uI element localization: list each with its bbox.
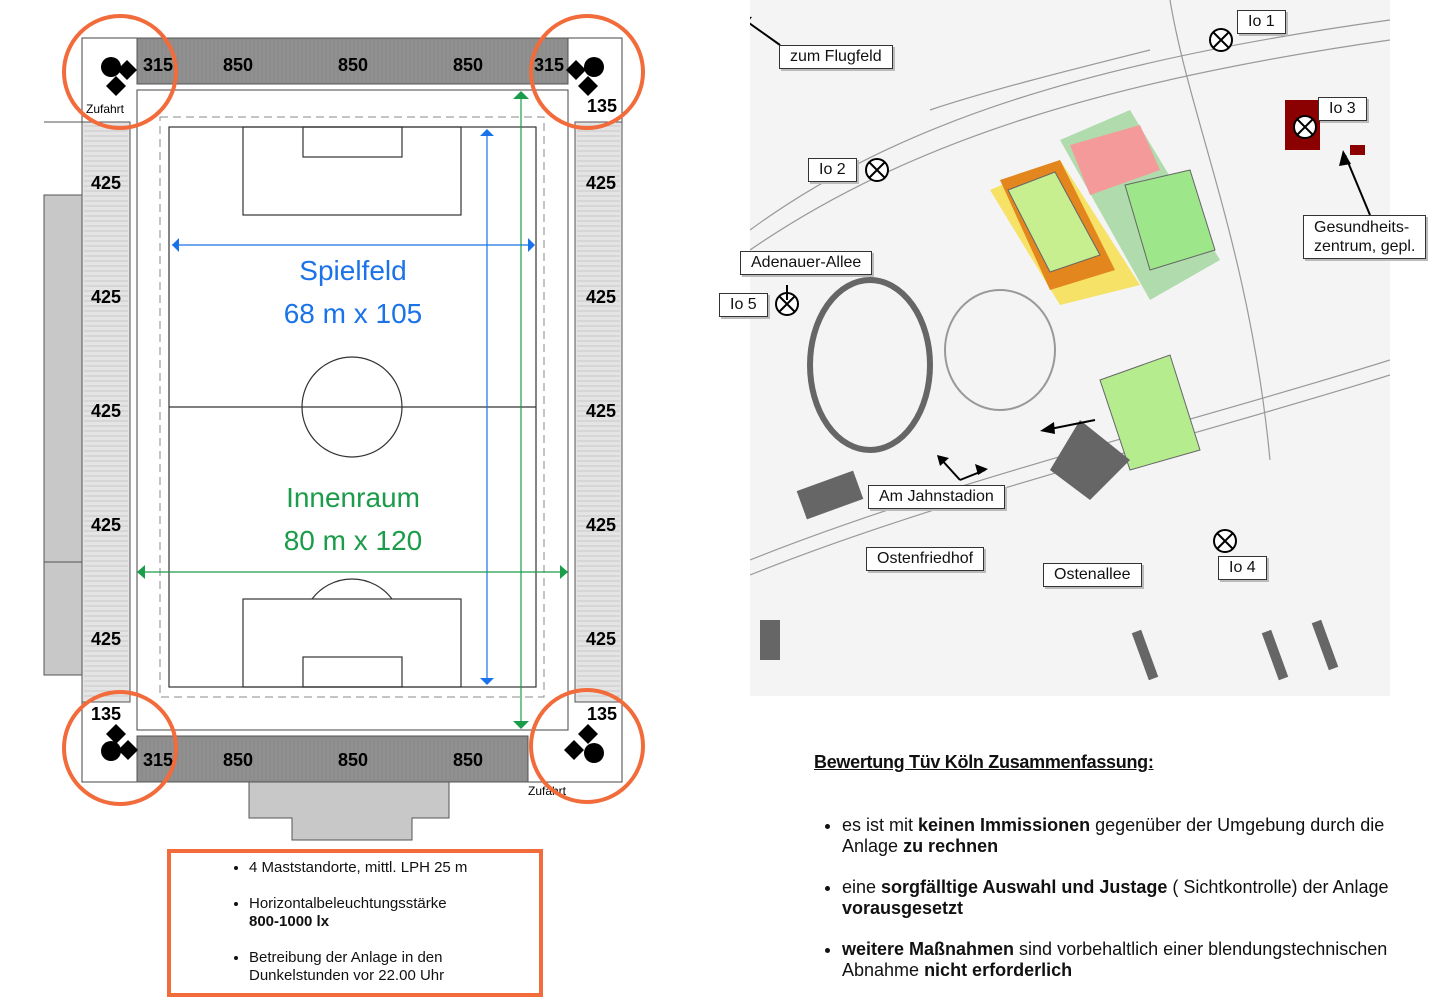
label-425: 425: [586, 401, 616, 421]
spielfeld-size: 68 m x 105: [284, 298, 423, 329]
label-850: 850: [223, 750, 253, 770]
label-135: 135: [91, 704, 121, 724]
stadium-plan: 315 315 315 135 135 135 850 850 850 850 …: [43, 14, 645, 841]
map-label-ostenfriedhof: Ostenfriedhof: [866, 547, 985, 571]
summary-text: ( Sichtkontrolle) der Anlage: [1167, 877, 1389, 897]
spielfeld-title: Spielfeld: [299, 255, 406, 286]
label-135: 135: [587, 704, 617, 724]
stand-bottom: [136, 735, 529, 783]
lighting-info-box: 4 Maststandorte, mittl. LPH 25 m Horizon…: [167, 849, 543, 997]
summary-text: gegenüber der Umgebung durch die Anlage: [842, 815, 1385, 856]
summary-text: weitere Maßnahmen: [842, 939, 1015, 959]
label-850: 850: [338, 55, 368, 75]
label-425: 425: [91, 401, 121, 421]
info-bullet: Betreibung der Anlage in denDunkelstunde…: [249, 949, 539, 985]
label-315: 315: [143, 55, 173, 75]
mast-icons: [101, 57, 604, 763]
summary-text: sorgfälltige Auswahl und Justage: [881, 877, 1168, 897]
map-label-io5: Io 5: [719, 293, 768, 317]
label-425: 425: [586, 515, 616, 535]
label-850: 850: [338, 750, 368, 770]
label-425: 425: [586, 629, 616, 649]
spielfeld-dimension-lines: [172, 132, 533, 682]
label-425: 425: [91, 515, 121, 535]
summary-text: sind vorbehaltlich einer blendungstechni…: [842, 939, 1388, 980]
map-label-flugfeld: zum Flugfeld: [779, 45, 893, 69]
label-425: 425: [586, 173, 616, 193]
map-label-ostenallee: Ostenallee: [1043, 563, 1142, 587]
label-315: 315: [143, 750, 173, 770]
summary-bullet: weitere Maßnahmen sind vorbehaltlich ein…: [842, 939, 1414, 981]
summary-bullet: es ist mit keinen Immissionen gegenüber …: [842, 815, 1414, 857]
label-425: 425: [91, 287, 121, 307]
summary-text: eine: [842, 877, 882, 897]
site-map: [750, 0, 1390, 696]
summary-text: keinen Immissionen: [918, 815, 1091, 835]
tuev-summary: Bewertung Tüv Köln Zusammenfassung: es i…: [814, 752, 1414, 1001]
map-label-jahnstadion: Am Jahnstadion: [868, 485, 1005, 509]
stand-left: [81, 121, 131, 703]
summary-text: zu rechnen: [903, 836, 999, 856]
info-bullet: 4 Maststandorte, mittl. LPH 25 m: [249, 859, 539, 877]
label-850: 850: [453, 55, 483, 75]
map-label-io4: Io 4: [1218, 556, 1267, 580]
immission-point-icons: [775, 28, 1317, 553]
summary-title: Bewertung Tüv Köln Zusammenfassung:: [814, 752, 1154, 772]
side-building: [43, 194, 83, 676]
label-425: 425: [91, 629, 121, 649]
map-label-gesundheitszentrum: Gesundheits-zentrum, gepl.: [1303, 215, 1427, 259]
map-label-io1: Io 1: [1237, 10, 1286, 34]
label-zufahrt: Zufahrt: [86, 102, 125, 116]
entrance-building: [248, 781, 450, 841]
label-425: 425: [586, 287, 616, 307]
label-850: 850: [453, 750, 483, 770]
innenraum-title: Innenraum: [286, 482, 420, 513]
label-850: 850: [223, 55, 253, 75]
label-425: 425: [91, 173, 121, 193]
innenraum-dimension-lines: [139, 92, 566, 728]
innenraum-size: 80 m x 120: [284, 525, 423, 556]
label-315: 315: [534, 55, 564, 75]
summary-text: es ist mit: [842, 815, 919, 835]
label-135: 135: [587, 96, 617, 116]
stand-right: [574, 121, 623, 703]
map-label-adenauer: Adenauer-Allee: [740, 251, 873, 275]
summary-text: nicht erforderlich: [924, 960, 1073, 980]
summary-bullet: eine sorgfälltige Auswahl und Justage ( …: [842, 877, 1414, 919]
summary-text: vorausgesetzt: [842, 898, 964, 918]
map-label-io2: Io 2: [808, 158, 857, 182]
map-label-io3: Io 3: [1318, 97, 1367, 121]
innenraum-outline: [159, 116, 545, 698]
mast-highlight-circles: [62, 14, 645, 806]
pitch: [168, 126, 537, 688]
